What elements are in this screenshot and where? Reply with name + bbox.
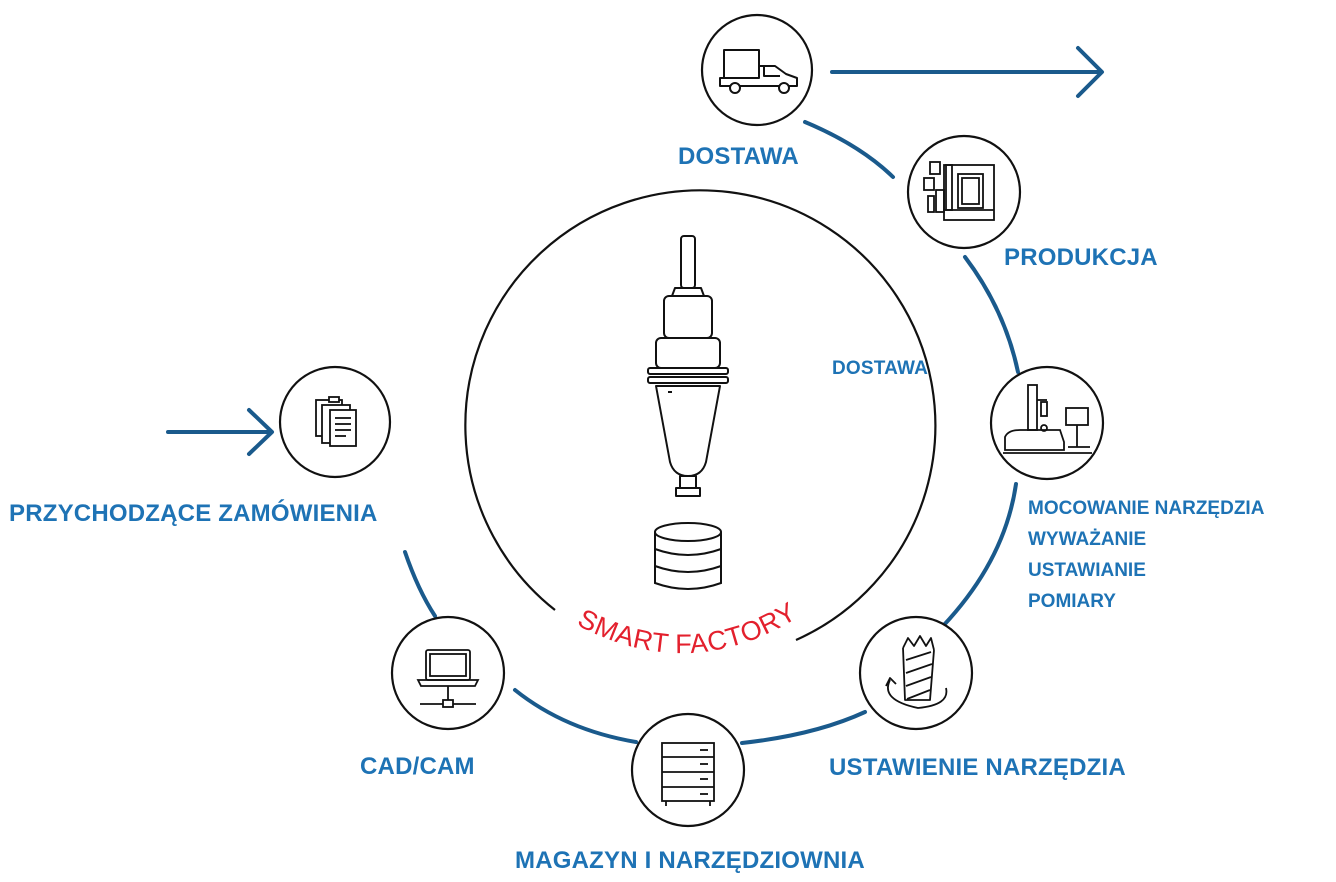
documents-icon: [315, 396, 357, 447]
production-label: PRODUKCJA: [1004, 244, 1158, 271]
database-icon: [654, 522, 722, 590]
presetting-line: WYWAŻANIE: [1028, 529, 1147, 550]
truck-icon: [719, 49, 798, 94]
presetting-label-group: MOCOWANIE NARZĘDZIA WYWAŻANIE USTAWIANIE…: [1028, 493, 1264, 617]
process-arcs: [403, 120, 1020, 745]
tool-holder-icon: [647, 235, 729, 497]
cabinet-icon: [661, 742, 715, 806]
outgoing-arrow: [830, 46, 1104, 98]
tool-setup-circle: [858, 615, 974, 731]
storage-circle: [630, 712, 746, 828]
measuring-machine-icon: [1003, 384, 1092, 454]
incoming-arrow: [166, 408, 274, 456]
tool-setup-label: USTAWIENIE NARZĘDZIA: [829, 754, 1126, 781]
delivery-circle: [700, 13, 814, 127]
cadcam-circle: [390, 615, 506, 731]
production-circle: [906, 134, 1022, 250]
center-delivery-label: DOSTAWA: [832, 358, 929, 379]
laptop-icon: [416, 649, 480, 708]
storage-label: MAGAZYN I NARZĘDZIOWNIA: [515, 847, 865, 874]
delivery-label: DOSTAWA: [678, 143, 799, 170]
machine-tool-icon: [923, 161, 995, 221]
presetting-line: USTAWIANIE: [1028, 560, 1146, 581]
cadcam-label: CAD/CAM: [360, 753, 475, 780]
presetting-line: MOCOWANIE NARZĘDZIA: [1028, 498, 1265, 519]
presetting-line: POMIARY: [1028, 591, 1116, 612]
drill-bit-icon: [885, 635, 948, 709]
central-circle: [464, 189, 937, 642]
smart-factory-title: SMART FACTORY: [573, 596, 801, 659]
orders-label: PRZYCHODZĄCE ZAMÓWIENIA: [9, 500, 378, 527]
presetting-circle: [989, 365, 1105, 481]
